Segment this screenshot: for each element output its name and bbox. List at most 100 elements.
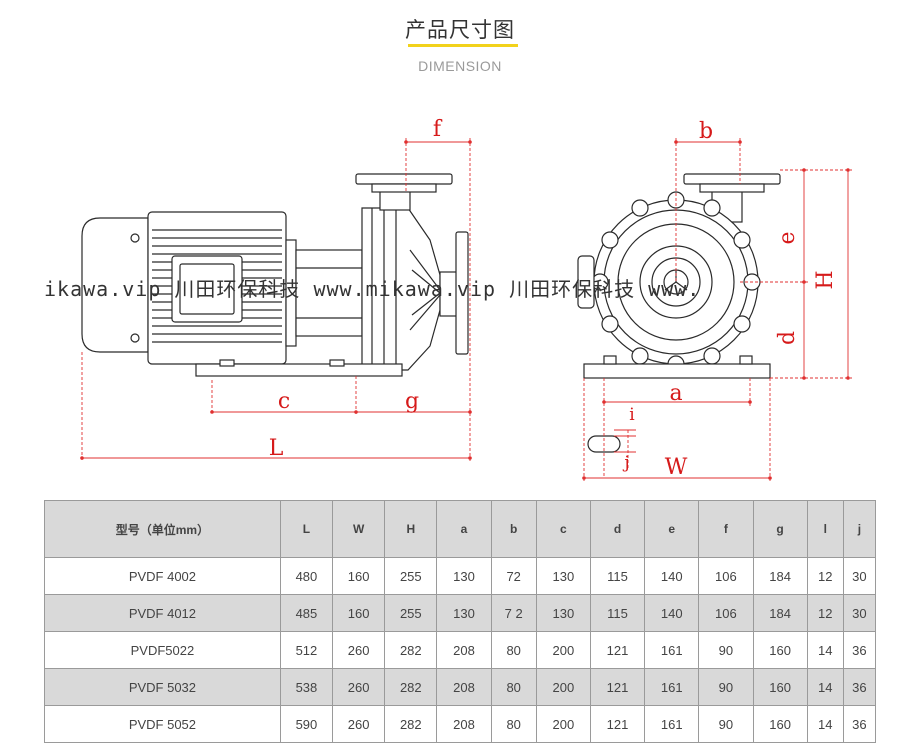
column-header: b <box>490 500 537 558</box>
dimension-label-g: g <box>405 389 419 414</box>
dimension-cell: 260 <box>332 668 386 706</box>
side-view <box>80 138 472 462</box>
column-header: j <box>842 500 877 558</box>
dimension-drawing: ikawa.vip 川田环保科技 www.mikawa.vip 川田环保科技 w… <box>44 117 852 482</box>
dimension-cell: 255 <box>384 594 438 632</box>
dimension-cell: 208 <box>436 705 492 743</box>
dimension-cell: 130 <box>436 557 492 595</box>
dimension-cell: 14 <box>806 631 844 669</box>
dimension-label-L: L <box>269 436 284 461</box>
dimension-label-W: W <box>665 455 688 480</box>
dimension-cell: 260 <box>332 631 386 669</box>
dimension-cell: 590 <box>279 705 334 743</box>
dimension-cell: 260 <box>332 705 386 743</box>
dimension-label-e: e <box>775 231 800 244</box>
dimension-cell: 130 <box>535 594 591 632</box>
dimension-cell: 200 <box>535 705 591 743</box>
dimension-cell: 14 <box>806 668 844 706</box>
dimension-cell: 200 <box>535 668 591 706</box>
dimension-cell: 282 <box>384 668 438 706</box>
dimension-label-j: j <box>622 453 629 473</box>
model-cell: PVDF 4012 <box>44 594 281 632</box>
dimension-cell: 90 <box>698 668 754 706</box>
dimension-cell: 485 <box>279 594 334 632</box>
column-header: a <box>436 500 492 558</box>
dimension-cell: 208 <box>436 631 492 669</box>
dimension-cell: 160 <box>752 631 808 669</box>
dimension-cell: 140 <box>644 557 700 595</box>
page-subtitle: DIMENSION <box>418 58 502 74</box>
dimension-cell: 121 <box>589 668 646 706</box>
column-header: d <box>589 500 646 558</box>
column-header: 型号（单位mm） <box>44 500 281 558</box>
dimension-cell: 121 <box>589 631 646 669</box>
model-cell: PVDF 4002 <box>44 557 281 595</box>
column-header: g <box>752 500 808 558</box>
dimension-cell: 115 <box>589 557 646 595</box>
dimension-cell: 30 <box>842 557 877 595</box>
front-view <box>577 138 852 482</box>
dimension-label-f: f <box>433 117 443 142</box>
dimension-cell: 130 <box>535 557 591 595</box>
column-header: W <box>332 500 386 558</box>
dimension-cell: 480 <box>279 557 334 595</box>
column-header: l <box>806 500 844 558</box>
dimension-cell: 106 <box>698 594 754 632</box>
dimension-cell: 12 <box>806 594 844 632</box>
dimension-cell: 161 <box>644 631 700 669</box>
model-cell: PVDF 5032 <box>44 668 281 706</box>
dimension-cell: 160 <box>332 557 386 595</box>
column-header: f <box>698 500 754 558</box>
dimension-label-i: i <box>629 405 635 425</box>
dimension-cell: 80 <box>490 705 537 743</box>
dimension-cell: 184 <box>752 557 808 595</box>
dimension-cell: 115 <box>589 594 646 632</box>
watermark-text: ikawa.vip 川田环保科技 www.mikawa.vip 川田环保科技 w… <box>44 277 700 301</box>
dimension-cell: 72 <box>490 557 537 595</box>
model-cell: PVDF5022 <box>44 631 281 669</box>
dimension-cell: 208 <box>436 668 492 706</box>
column-header: L <box>279 500 334 558</box>
dimension-cell: 282 <box>384 705 438 743</box>
dimension-cell: 130 <box>436 594 492 632</box>
dimension-cell: 90 <box>698 705 754 743</box>
dimension-cell: 184 <box>752 594 808 632</box>
dimension-cell: 121 <box>589 705 646 743</box>
column-header: e <box>644 500 700 558</box>
dimension-cell: 255 <box>384 557 438 595</box>
dimension-cell: 80 <box>490 631 537 669</box>
dimension-cell: 14 <box>806 705 844 743</box>
dimension-cell: 90 <box>698 631 754 669</box>
dimension-cell: 36 <box>842 631 877 669</box>
column-header: H <box>384 500 438 558</box>
dimension-cell: 36 <box>842 705 877 743</box>
dimension-cell: 106 <box>698 557 754 595</box>
dimension-cell: 160 <box>752 668 808 706</box>
dimension-label-d: d <box>775 331 800 345</box>
dimension-cell: 200 <box>535 631 591 669</box>
page-title: 产品尺寸图 <box>405 18 515 42</box>
dimension-cell: 161 <box>644 705 700 743</box>
dimension-cell: 140 <box>644 594 700 632</box>
dimension-cell: 7 2 <box>490 594 537 632</box>
dimension-cell: 160 <box>752 705 808 743</box>
dimension-cell: 161 <box>644 668 700 706</box>
dimension-label-b: b <box>699 119 713 144</box>
model-cell: PVDF 5052 <box>44 705 281 743</box>
dimension-cell: 538 <box>279 668 334 706</box>
column-header: c <box>535 500 591 558</box>
dimension-cell: 512 <box>279 631 334 669</box>
dimension-label-H: H <box>813 270 838 289</box>
dimension-cell: 80 <box>490 668 537 706</box>
title-underline <box>408 44 518 47</box>
dimension-label-a: a <box>669 381 682 406</box>
dimension-cell: 160 <box>332 594 386 632</box>
